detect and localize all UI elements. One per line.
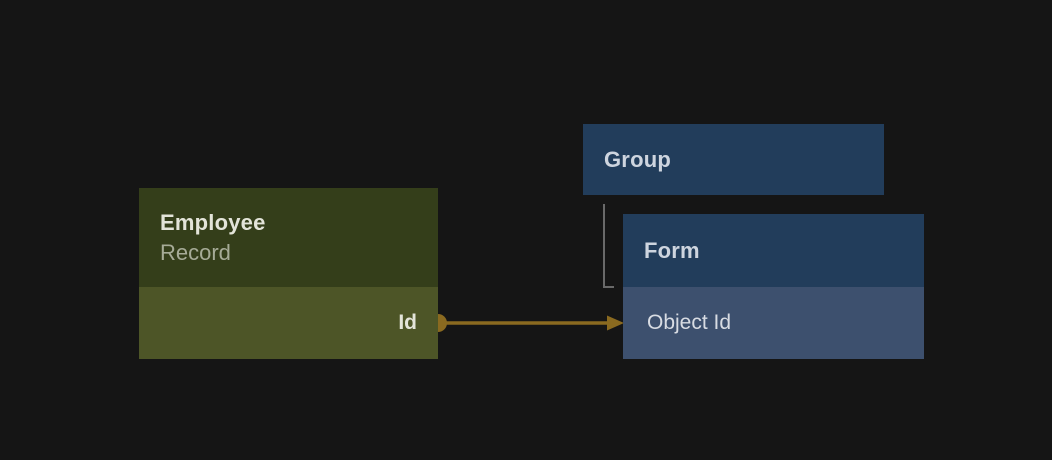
form-node: Form Object Id (623, 214, 924, 359)
employee-record-node-header[interactable]: Employee Record (139, 188, 438, 287)
group-node-header[interactable]: Group (583, 124, 884, 195)
employee-node-title: Employee (160, 209, 266, 235)
employee-node-subtitle: Record (160, 239, 231, 265)
form-field-object-id-label: Object Id (647, 311, 732, 334)
employee-record-node: Employee Record Id (139, 188, 438, 359)
form-node-header[interactable]: Form (623, 214, 924, 287)
link-id-to-object-id[interactable] (429, 314, 624, 332)
group-node: Group (583, 124, 884, 195)
form-field-row-object-id[interactable]: Object Id (623, 287, 924, 359)
form-node-title: Form (644, 237, 700, 263)
employee-field-id-label: Id (398, 311, 417, 334)
employee-field-row-id[interactable]: Id (139, 287, 438, 359)
mapping-link-arrowhead (607, 315, 624, 331)
group-form-connector-line (603, 204, 614, 288)
group-node-title: Group (604, 146, 671, 172)
